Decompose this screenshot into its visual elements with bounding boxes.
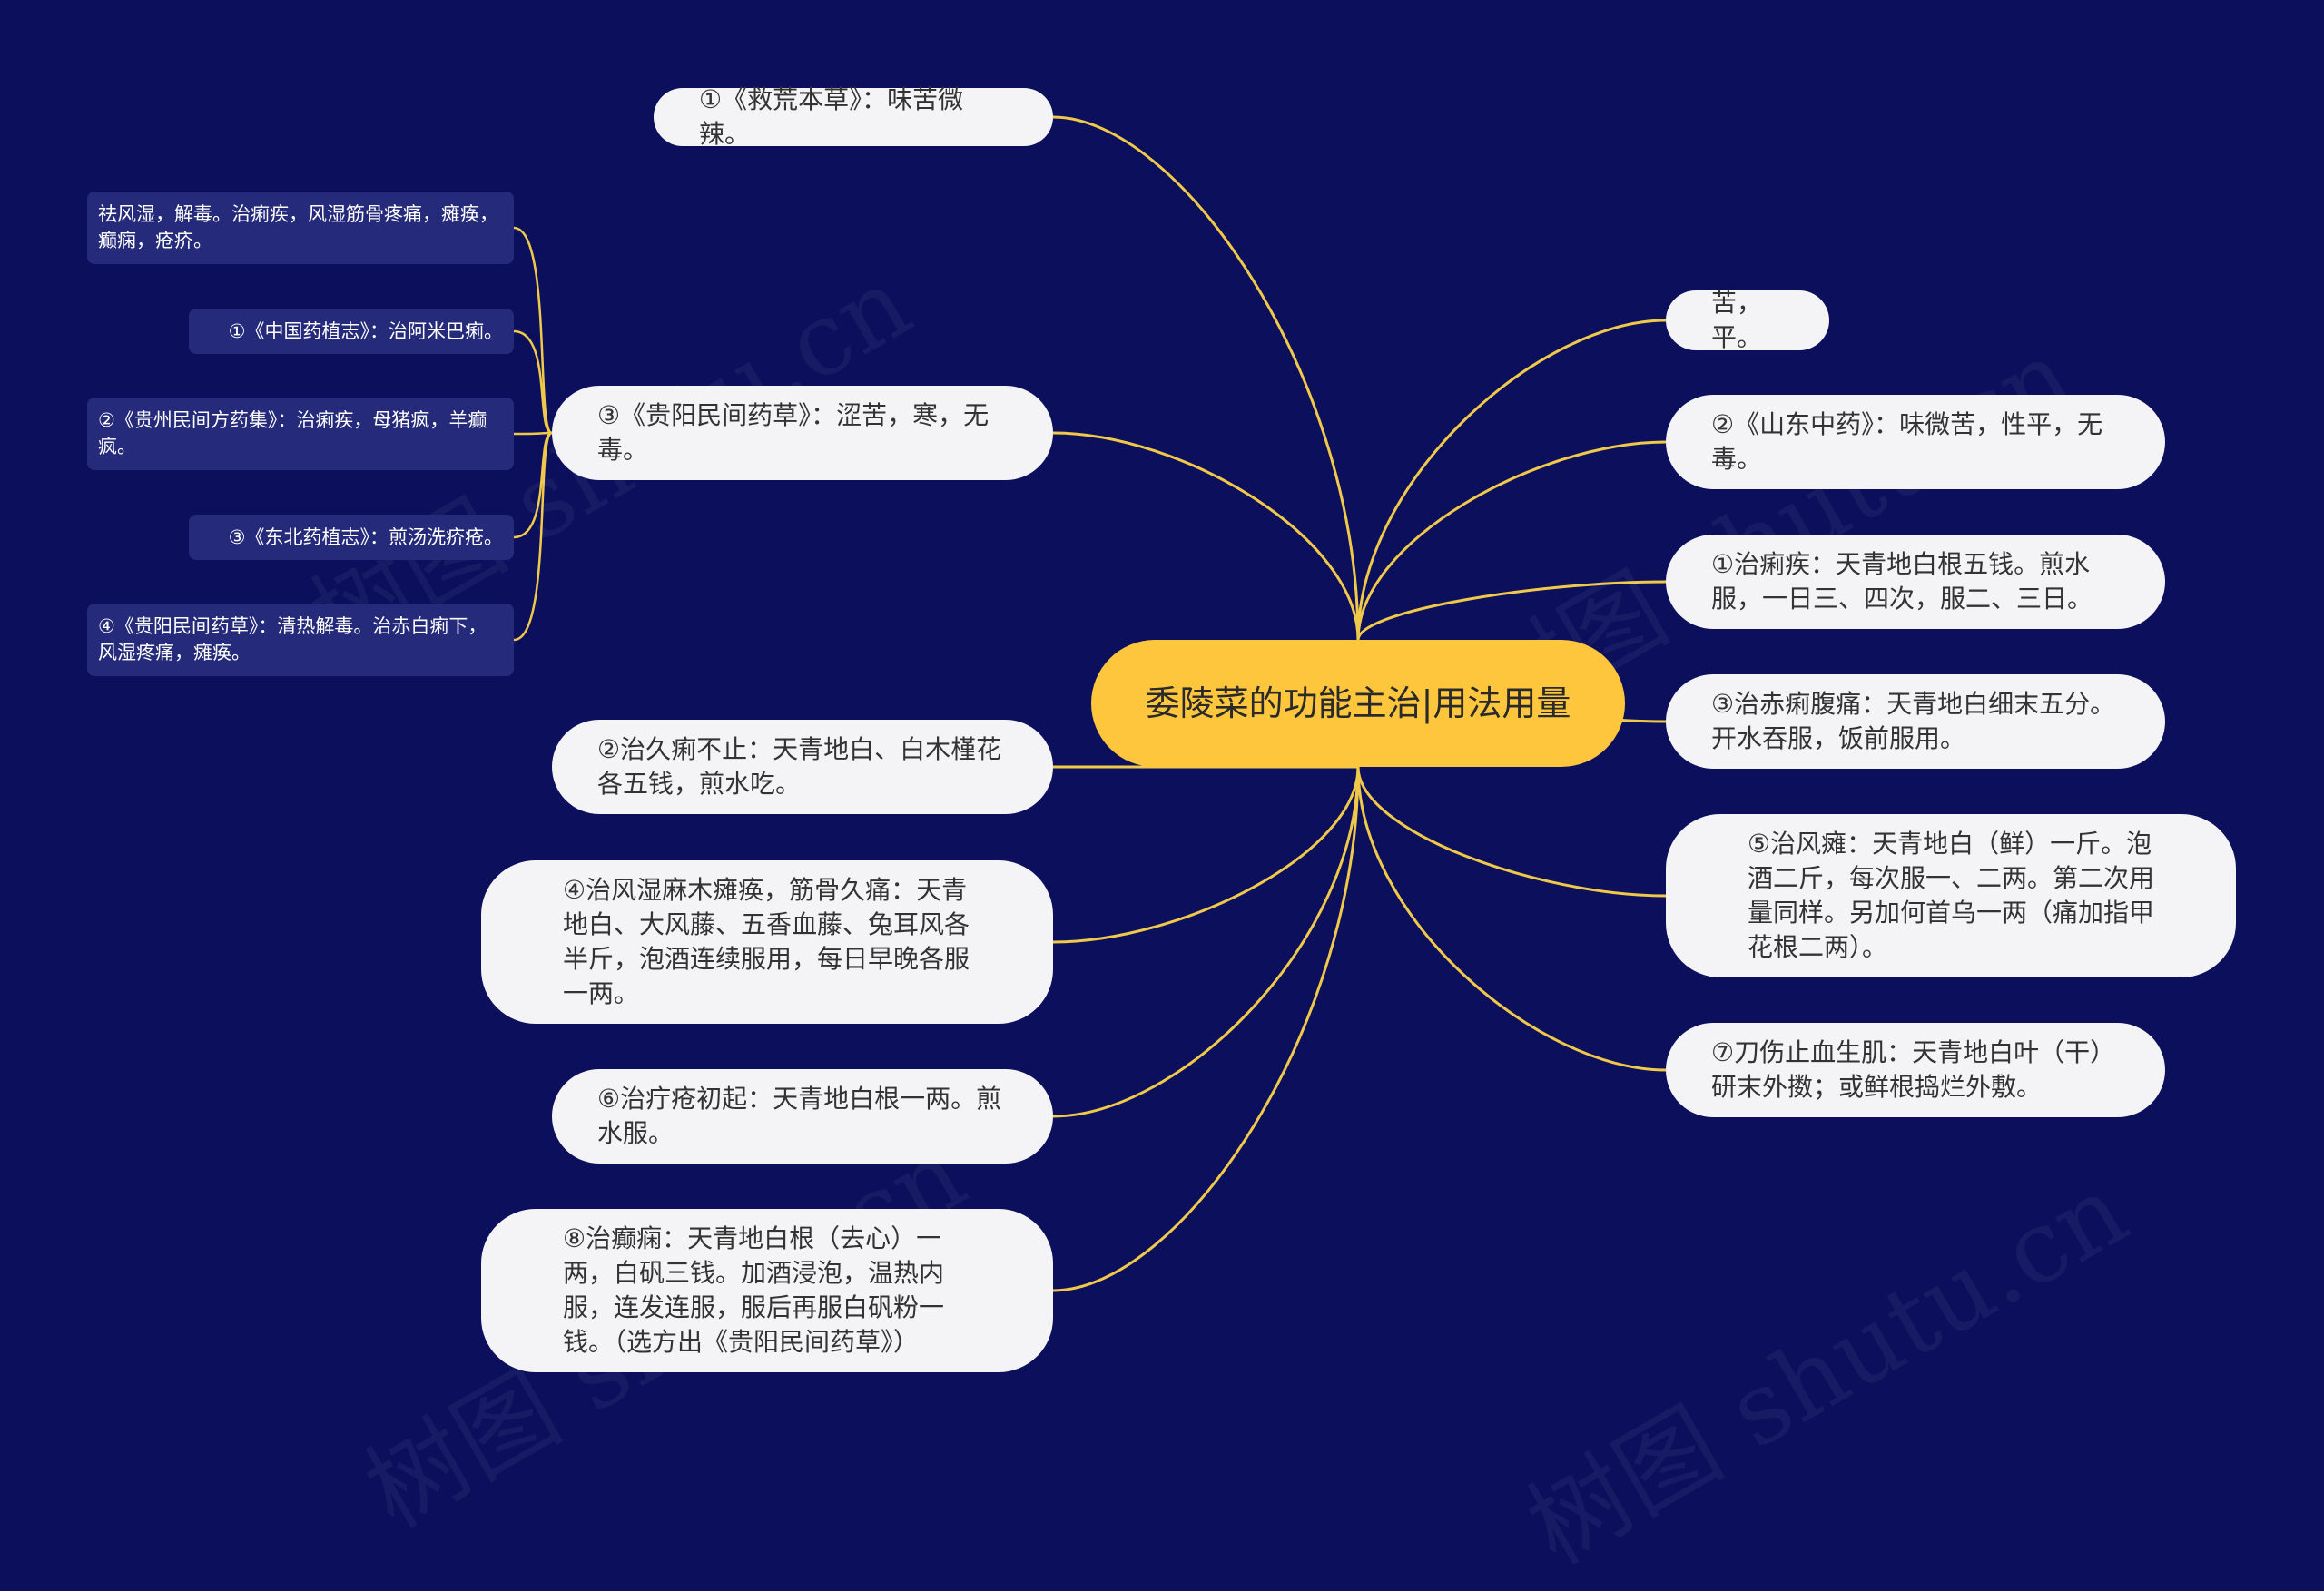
left-node-1[interactable]: ①《救荒本草》：味苦微辣。 — [654, 84, 1053, 149]
right-node-5[interactable]: ⑤治风瘫：天青地白（鲜）一斤。泡酒二斤，每次服一、二两。第二次用量同样。另加何首… — [1666, 814, 2236, 977]
connector-line — [1052, 431, 1360, 641]
connector-line — [1052, 115, 1360, 641]
sub-node-1[interactable]: 祛风湿，解毒。治痢疾，风湿筋骨疼痛，瘫痪，癫痫，疮疥。 — [87, 192, 514, 264]
connector-line — [513, 431, 553, 436]
connector-lines — [513, 115, 1667, 1292]
connector-line — [513, 226, 554, 435]
connector-line — [1356, 766, 1667, 1072]
right-node-2[interactable]: ②《山东中药》：味微苦，性平，无毒。 — [1666, 395, 2165, 489]
right-node-6[interactable]: ⑦刀伤止血生肌：天青地白叶（干）研末外擞；或鲜根捣烂外敷。 — [1666, 1023, 2165, 1117]
sub-node-4[interactable]: ③《东北药植志》：煎汤洗疥疮。 — [189, 515, 514, 560]
connector-line — [1052, 766, 1360, 1292]
connector-line — [1356, 440, 1667, 641]
right-node-3[interactable]: ①治痢疾：天青地白根五钱。煎水服，一日三、四次，服二、三日。 — [1666, 535, 2165, 629]
left-node-6[interactable]: ⑧治癫痫：天青地白根（去心）一两，白矾三钱。加酒浸泡，温热内服，连发连服，服后再… — [481, 1209, 1053, 1372]
connector-line — [1052, 766, 1360, 1118]
sub-node-2[interactable]: ①《中国药植志》：治阿米巴痢。 — [189, 309, 514, 354]
connector-line — [513, 431, 554, 642]
connector-line — [1356, 580, 1667, 641]
connector-line — [1356, 766, 1667, 898]
left-node-4[interactable]: ④治风湿麻木瘫痪，筋骨久痛：天青地白、大风藤、五香血藤、兔耳风各半斤，泡酒连续服… — [481, 860, 1053, 1024]
sub-node-5[interactable]: ④《贵阳民间药草》：清热解毒。治赤白痢下，风湿疼痛，瘫痪。 — [87, 604, 514, 676]
connector-line — [513, 329, 553, 435]
left-node-2[interactable]: ③《贵阳民间药草》：涩苦，寒，无毒。 — [552, 386, 1053, 480]
connector-line — [1356, 319, 1667, 641]
connector-line — [1052, 766, 1360, 944]
right-node-4[interactable]: ③治赤痢腹痛：天青地白细末五分。开水吞服，饭前服用。 — [1666, 674, 2165, 769]
left-node-5[interactable]: ⑥治疔疮初起：天青地白根一两。煎水服。 — [552, 1069, 1053, 1164]
sub-node-3[interactable]: ②《贵州民间方药集》：治痢疾，母猪疯，羊癫疯。 — [87, 398, 514, 470]
right-node-1[interactable]: 苦，平。 — [1666, 288, 1829, 352]
root-topic[interactable]: 委陵菜的功能主治|用法用量 — [1091, 640, 1625, 767]
left-node-3[interactable]: ②治久痢不止：天青地白、白木槿花各五钱，煎水吃。 — [552, 720, 1053, 814]
